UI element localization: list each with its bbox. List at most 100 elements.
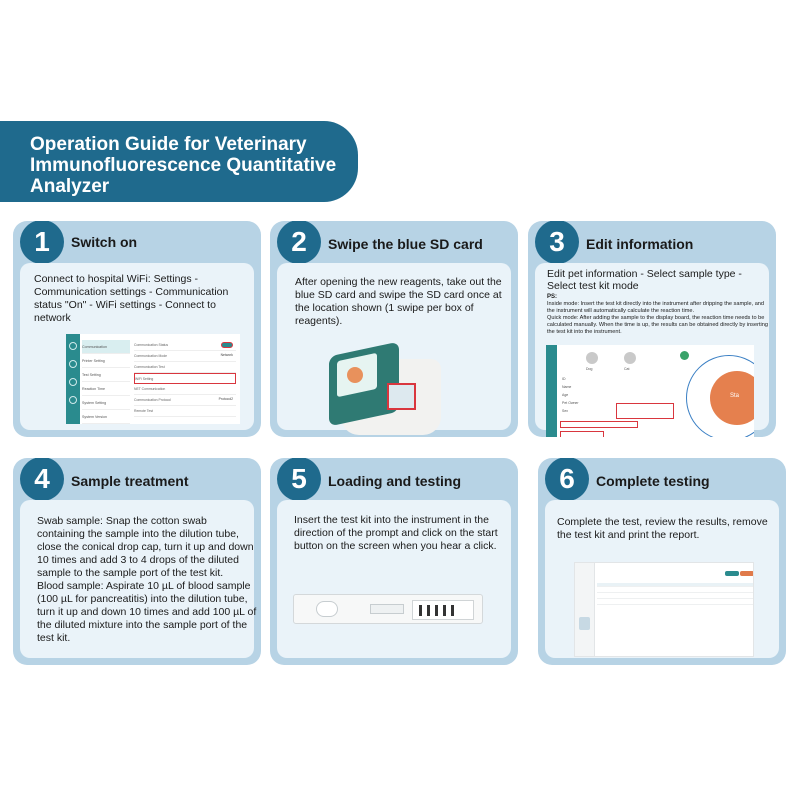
test-kit-image	[291, 582, 489, 636]
step-text: Insert the test kit into the instrument …	[294, 514, 498, 552]
step-text: Edit pet information - Select sample typ…	[547, 268, 742, 292]
step-header: 3 Edit information	[528, 221, 776, 264]
cat-icon	[624, 352, 636, 364]
form-field: ID	[562, 377, 566, 381]
step-body: After opening the new reagents, take out…	[277, 263, 511, 435]
results-row	[597, 601, 753, 605]
step-text: Complete the test, review the results, r…	[557, 516, 768, 541]
step-title: Edit information	[586, 236, 694, 252]
step-body: Insert the test kit into the instrument …	[277, 500, 511, 658]
step-header: 2 Swipe the blue SD card	[270, 221, 518, 264]
ps-label: PS:	[547, 294, 558, 300]
settings-sidebar	[66, 334, 80, 424]
step-text: Swab sample: Snap the cotton swab contai…	[37, 515, 257, 644]
step-card-4: 4 Sample treatment Swab sample: Snap the…	[13, 458, 261, 665]
form-field: Pet Owner	[562, 401, 579, 405]
test-kit-cassette	[293, 594, 483, 624]
results-sidebar	[575, 563, 595, 656]
step-number-badge: 1	[20, 221, 64, 264]
title-line-1: Operation Guide for Veterinary	[30, 134, 307, 155]
menu-item: System Setting	[82, 396, 130, 410]
step-body: Edit pet information - Select sample typ…	[535, 263, 769, 437]
step-title: Complete testing	[596, 473, 710, 489]
menu-item: Printer Setting	[82, 354, 130, 368]
sample-type-highlight	[616, 403, 674, 419]
step-card-6: 6 Complete testing Complete the test, re…	[538, 458, 786, 665]
form-field: Name	[562, 385, 572, 389]
step-header: 6 Complete testing	[538, 458, 786, 501]
step-card-5: 5 Loading and testing Insert the test ki…	[270, 458, 518, 665]
results-screenshot	[574, 562, 754, 657]
sample-well	[316, 601, 338, 617]
pet-label: Dog	[586, 367, 593, 371]
results-row	[597, 583, 753, 587]
settings-row: Remote Test	[134, 406, 236, 417]
step-body: Swab sample: Snap the cotton swab contai…	[20, 500, 257, 658]
settings-menu: Communication Printer Setting Test Setti…	[82, 340, 130, 424]
device-start-circle	[347, 367, 363, 383]
step-text: Connect to hospital WiFi: Settings - Com…	[34, 273, 229, 324]
step-number-badge: 4	[20, 458, 64, 501]
start-button	[710, 371, 754, 425]
step-header: 1 Switch on	[13, 221, 261, 264]
settings-screenshot: Communication Printer Setting Test Setti…	[66, 334, 240, 424]
results-row	[597, 589, 753, 593]
step-card-3: 3 Edit information Edit pet information …	[528, 221, 776, 437]
step-card-2: 2 Swipe the blue SD card After opening t…	[270, 221, 518, 437]
menu-item: Reaction Time	[82, 382, 130, 396]
settings-row: Communication Status	[134, 340, 236, 351]
step-title: Swipe the blue SD card	[328, 236, 483, 252]
step-body: Connect to hospital WiFi: Settings - Com…	[20, 263, 254, 430]
test-mode-highlight	[560, 431, 604, 437]
avatar	[579, 617, 590, 630]
settings-row: NET Communication	[134, 384, 236, 395]
check-icon	[680, 351, 689, 360]
result-window	[370, 604, 404, 614]
step-text: After opening the new reagents, take out…	[295, 276, 502, 327]
toolbar-button	[740, 571, 753, 576]
sidebar-icon	[69, 342, 77, 350]
title-line-2: Immunofluorescence Quantitative	[30, 155, 337, 176]
step-number-badge: 5	[277, 458, 321, 501]
step-header: 5 Loading and testing	[270, 458, 518, 501]
sidebar-icon	[69, 378, 77, 386]
pet-label: Cat	[624, 367, 630, 371]
screen-sidebar	[546, 345, 557, 437]
step-header: 4 Sample treatment	[13, 458, 261, 501]
quick-mode-note: Quick mode: After adding the sample to t…	[547, 315, 768, 335]
menu-item: Communication	[82, 340, 130, 354]
step-number-badge: 6	[545, 458, 589, 501]
step-number-badge: 3	[535, 221, 579, 264]
inside-mode-note: Inside mode: Insert the test kit directl…	[547, 301, 765, 314]
step-card-1: 1 Switch on Connect to hospital WiFi: Se…	[13, 221, 261, 437]
test-item-highlight	[560, 421, 638, 428]
step-title: Switch on	[71, 234, 138, 250]
title-line-3: Analyzer	[30, 176, 110, 197]
sd-card-slot-highlight	[387, 383, 416, 410]
title-banner: Operation Guide for Veterinary Immunoflu…	[0, 121, 358, 202]
start-label: Sta	[730, 393, 740, 399]
analyzer-device-image	[323, 335, 461, 437]
form-field: Age	[562, 393, 569, 397]
step-body: Complete the test, review the results, r…	[545, 500, 779, 658]
toolbar-button	[725, 571, 739, 576]
pet-info-screenshot: Dog Cat ID Name Age Pet Owner Sex Sta	[546, 345, 754, 437]
status-toggle	[221, 342, 233, 348]
menu-item: System Version	[82, 410, 130, 424]
step-number-badge: 2	[277, 221, 321, 264]
results-row	[597, 595, 753, 599]
settings-row: WiFi Setting	[134, 373, 236, 384]
sidebar-icon	[69, 360, 77, 368]
menu-item: Test Setting	[82, 368, 130, 382]
settings-row: Communication Test	[134, 362, 236, 373]
dog-icon	[586, 352, 598, 364]
form-field: Sex	[562, 409, 569, 413]
step-title: Loading and testing	[328, 473, 461, 489]
sidebar-icon	[69, 396, 77, 404]
step-title: Sample treatment	[71, 473, 189, 489]
barcode-label	[412, 600, 474, 620]
ring-decoration	[686, 355, 754, 437]
